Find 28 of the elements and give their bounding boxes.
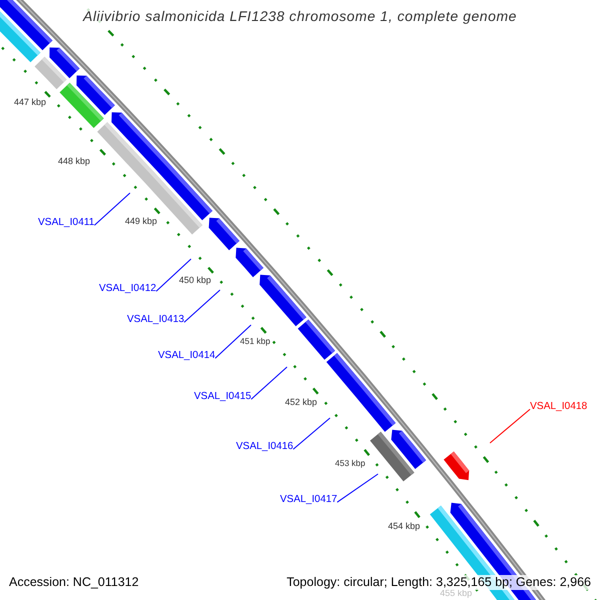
- leader-line: [490, 408, 530, 444]
- leader-line: [292, 418, 330, 450]
- leader-line: [214, 324, 252, 359]
- tick-label: 447 kbp: [14, 98, 46, 107]
- tick-label: 450 kbp: [179, 276, 212, 285]
- gene-label: VSAL_I0413: [127, 315, 184, 326]
- tick-label: 449 kbp: [125, 217, 158, 226]
- gene-label: VSAL_I0417: [280, 495, 338, 506]
- tick-label: 453 kbp: [335, 459, 366, 468]
- leader-line: [184, 290, 220, 323]
- tick-label: 455 kbp: [440, 589, 472, 598]
- tick-label: 452 kbp: [285, 398, 318, 407]
- leader-line: [156, 258, 192, 292]
- gene-label: VSAL_I0418: [530, 402, 588, 412]
- gene-label: VSAL_I0411: [38, 218, 94, 228]
- gene-label: VSAL_I0415: [194, 392, 252, 402]
- gene-label: VSAL_I0414: [158, 351, 216, 362]
- tick-label: 454 kbp: [388, 522, 420, 531]
- gene-label: VSAL_I0412: [99, 284, 156, 294]
- tick-label: 451 kbp: [240, 337, 270, 346]
- accession-text: Accession: NC_011312: [8, 575, 140, 590]
- leader-line: [336, 474, 378, 503]
- genome-summary-text: Topology: circular; Length: 3,325,165 bp; Genes: 2,966: [286, 575, 592, 590]
- leader-line: [94, 192, 130, 226]
- gene-label: VSAL_I0416: [236, 442, 294, 452]
- title: Aliivibrio salmonicida LFI1238 chromosome 1, complete genome: [82, 9, 518, 23]
- tick-label: 448 kbp: [58, 157, 90, 166]
- leader-line: [250, 366, 288, 400]
